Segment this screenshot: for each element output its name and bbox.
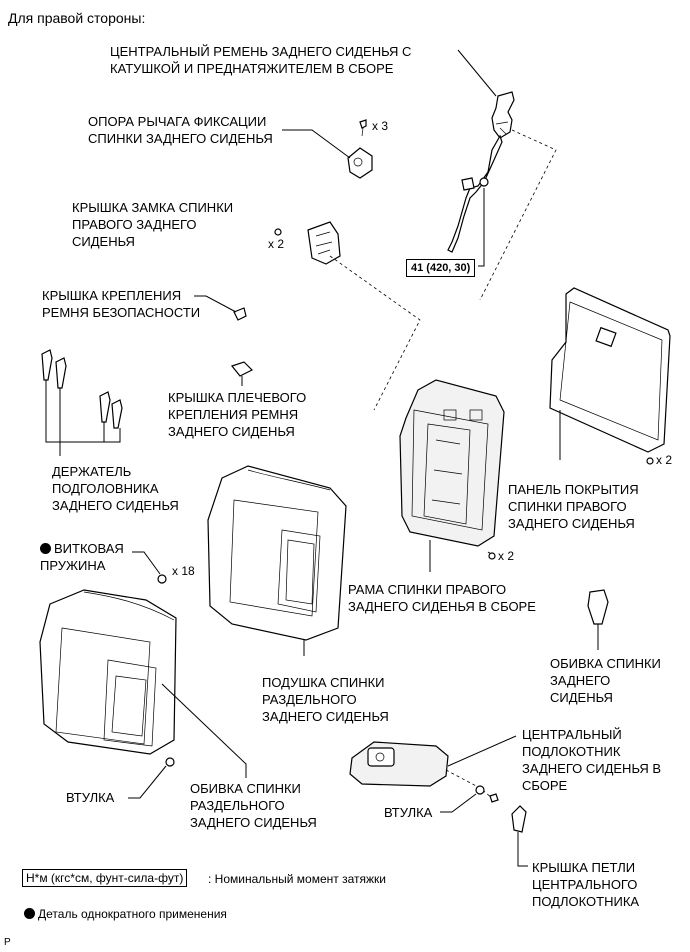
label-back-trim-right: ОБИВКА СПИНКИ ЗАДНЕГО СИДЕНЬЯ [550,656,661,705]
armrest-hinge-cover-illustration [511,805,527,833]
qty-springs: x 18 [172,564,195,578]
label-center-belt: ЦЕНТРАЛЬНЫЙ РЕМЕНЬ ЗАДНЕГО СИДЕНЬЯ С КАТ… [110,44,412,76]
belt-anchor-cover-illustration [233,307,247,321]
label-back-panel: ПАНЕЛЬ ПОКРЫТИЯ СПИНКИ ПРАВОГО ЗАДНЕГО С… [508,482,639,531]
legend-torque-units: Н*м (кгс*см, фунт-сила-фут) [22,869,188,887]
center-belt-retractor-illustration [447,91,515,253]
torque-belt-bolt: 41 (420, 30) [406,259,476,277]
label-back-trim-split: ОБИВКА СПИНКИ РАЗДЕЛЬНОГО ЗАДНЕГО СИДЕНЬ… [190,781,317,830]
shoulder-anchor-cover-illustration [230,361,254,377]
lock-lever-support-illustration [347,119,373,179]
label-lock-cover: КРЫШКА ЗАМКА СПИНКИ ПРАВОГО ЗАДНЕГО СИДЕ… [72,200,234,249]
label-bushing-left: ВТУЛКА [66,790,115,805]
split-seatback-trim-illustration [39,589,177,755]
qty-panel-clips: x 2 [656,453,673,467]
footer-code: P [4,937,11,948]
bushing-left-illustration [165,757,175,767]
label-cushion: ПОДУШКА СПИНКИ РАЗДЕЛЬНОГО ЗАДНЕГО СИДЕН… [262,675,389,724]
label-armrest: ЦЕНТРАЛЬНЫЙ ПОДЛОКОТНИК ЗАДНЕГО СИДЕНЬЯ … [522,727,662,793]
lock-cover-illustration [274,221,341,265]
label-shoulder-anchor-cover: КРЫШКА ПЛЕЧЕВОГО КРЕПЛЕНИЯ РЕМНЯ ЗАДНЕГО… [168,390,307,439]
legend-single-use: Деталь однократного применения [24,906,227,923]
qty-frame-bolts: x 2 [498,549,515,563]
headrest-holders-illustration [41,349,123,443]
qty-lock-cover-bolts: x 2 [268,237,285,251]
label-spring-text: ВИТКОВАЯ ПРУЖИНА [40,541,124,573]
label-spring: ВИТКОВАЯ ПРУЖИНА [40,540,124,574]
back-cover-panel-illustration [549,287,671,465]
label-bushing-right: ВТУЛКА [384,805,433,820]
qty-support-bolts: x 3 [372,119,389,133]
split-seatback-cushion-illustration [207,465,347,641]
coil-spring-illustration [157,574,167,584]
single-use-marker-icon [40,543,51,554]
legend-single-use-text: Деталь однократного применения [38,907,227,921]
label-lock-lever-support: ОПОРА РЫЧАГА ФИКСАЦИИ СПИНКИ ЗАДНЕГО СИД… [88,114,273,146]
bushing-right-illustration [475,785,485,795]
label-headrest-holder: ДЕРЖАТЕЛЬ ПОДГОЛОВНИКА ЗАДНЕГО СИДЕНЬЯ [52,464,179,513]
seatback-frame-illustration [399,379,505,547]
page-title: Для правой стороны: [8,10,146,26]
legend-torque-desc: : Номинальный момент затяжки [208,872,386,886]
back-trim-right-illustration [587,589,609,625]
single-use-legend-icon [24,908,35,919]
label-armrest-hinge-cover: КРЫШКА ПЕТЛИ ЦЕНТРАЛЬНОГО ПОДЛОКОТНИКА [532,860,640,909]
label-belt-anchor-cover: КРЫШКА КРЕПЛЕНИЯ РЕМНЯ БЕЗОПАСНОСТИ [42,288,201,320]
center-armrest-illustration [349,741,449,787]
label-frame: РАМА СПИНКИ ПРАВОГО ЗАДНЕГО СИДЕНЬЯ В СБ… [348,582,536,614]
